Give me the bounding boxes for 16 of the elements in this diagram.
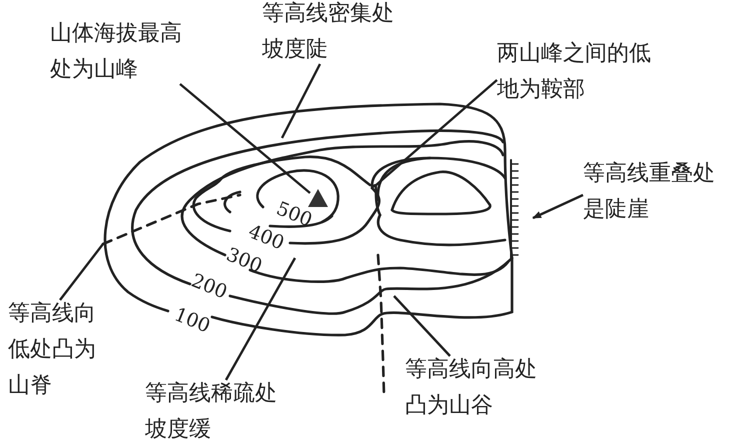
leader-line: [280, 63, 322, 139]
elevation-label: 100: [171, 303, 214, 338]
leader-line: [179, 83, 311, 194]
callout-text: 等高线向低处凸为山脊: [8, 296, 98, 404]
arrow: [532, 194, 584, 220]
leader-line: [393, 295, 451, 357]
callout-text: 等高线重叠处是陡崖: [583, 156, 718, 228]
elevation-label: 500: [273, 197, 316, 232]
callout-text: 两山峰之间的低地为鞍部: [497, 36, 654, 108]
leader-line: [374, 79, 498, 187]
callout-text: 等高线密集处坡度陡: [262, 0, 396, 68]
callout-text: 等高线向高处凸为山谷: [405, 352, 540, 424]
callout-text: 山体海拔最高处为山峰: [50, 16, 184, 88]
leader-line: [224, 257, 296, 381]
leader-line: [59, 243, 104, 301]
callout-text: 等高线稀疏处坡度缓: [145, 376, 280, 444]
